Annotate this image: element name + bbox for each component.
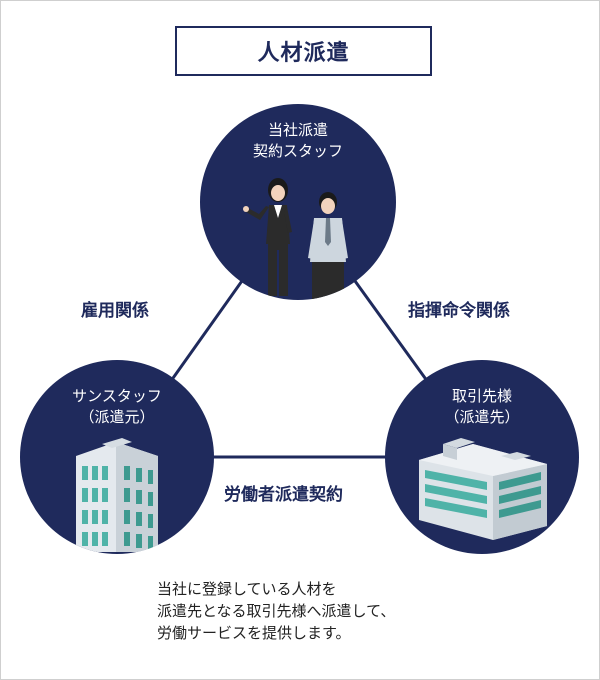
- staff-people-illustration: [243, 178, 348, 300]
- staff-node-label: 当社派遣 契約スタッフ: [200, 120, 396, 162]
- description-line1: 当社に登録している人材を: [157, 580, 337, 598]
- staff-node-label-line2: 契約スタッフ: [252, 142, 343, 160]
- sanstaff-node-label-line1: サンスタッフ: [72, 387, 162, 405]
- client-node: 取引先様 （派遣先）: [385, 360, 579, 554]
- sanstaff-node-label: サンスタッフ （派遣元）: [20, 386, 214, 428]
- command-relation-label: 指揮命令関係: [408, 296, 510, 321]
- man-figure: [308, 192, 348, 300]
- client-node-label-line1: 取引先様: [451, 387, 512, 405]
- staff-node: 当社派遣 契約スタッフ: [200, 104, 396, 300]
- office-complex-illustration: [419, 438, 547, 540]
- sanstaff-node-label-line2: （派遣元）: [79, 408, 155, 426]
- client-node-label-line2: （派遣先）: [444, 408, 520, 426]
- description-text: 当社に登録している人材を 派遣先となる取引先様へ派遣して、 労働サービスを提供し…: [157, 578, 395, 644]
- diagram-title: 人材派遣: [175, 26, 432, 76]
- staff-node-label-line1: 当社派遣: [267, 121, 328, 139]
- client-node-label: 取引先様 （派遣先）: [385, 386, 579, 428]
- description-line2: 派遣先となる取引先様へ派遣して、: [157, 602, 396, 620]
- office-tower-illustration: [76, 438, 158, 552]
- woman-figure: [243, 178, 292, 296]
- sanstaff-node: サンスタッフ （派遣元）: [20, 360, 214, 554]
- employment-relation-label: 雇用関係: [81, 296, 149, 321]
- dispatch-contract-label: 労働者派遣契約: [218, 480, 349, 505]
- description-line3: 労働サービスを提供します。: [157, 624, 351, 642]
